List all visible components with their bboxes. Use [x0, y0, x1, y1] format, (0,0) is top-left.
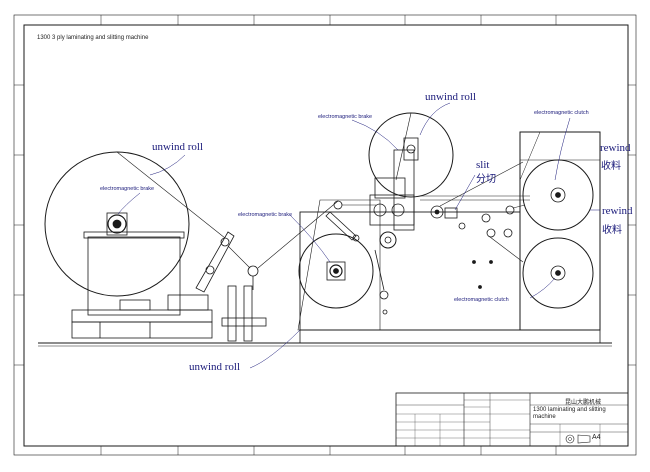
label-rewind-1: rewind [600, 142, 631, 154]
label-rewind-1-cn: 收料 [601, 161, 621, 172]
label-rewind-2: rewind [602, 205, 633, 217]
title-block-sheet-size: A4 [592, 434, 601, 441]
label-slit: slit [476, 159, 490, 171]
label-unwind-roll-bottom: unwind roll [189, 361, 241, 373]
title-block-company: 昆山大鹏机械 [565, 400, 602, 406]
label-rewind-2-cn: 收料 [602, 225, 622, 236]
drawing-title: 1300 3 ply laminating and slitting machi… [37, 35, 149, 41]
label-brake-left: electromagnetic brake [100, 186, 155, 192]
title-block-title: 1300 laminating and slitting machine [533, 407, 606, 420]
label-unwind-roll-left: unwind roll [152, 141, 204, 153]
label-unwind-roll-top: unwind roll [425, 91, 477, 103]
label-clutch-top: electromagnetic clutch [534, 110, 589, 116]
label-brake-middle: electromagnetic brake [238, 212, 293, 218]
label-brake-top: electromagnetic brake [318, 114, 373, 120]
label-slit-cn: 分切 [476, 174, 496, 185]
label-clutch-bottom: electromagnetic clutch [454, 297, 509, 303]
